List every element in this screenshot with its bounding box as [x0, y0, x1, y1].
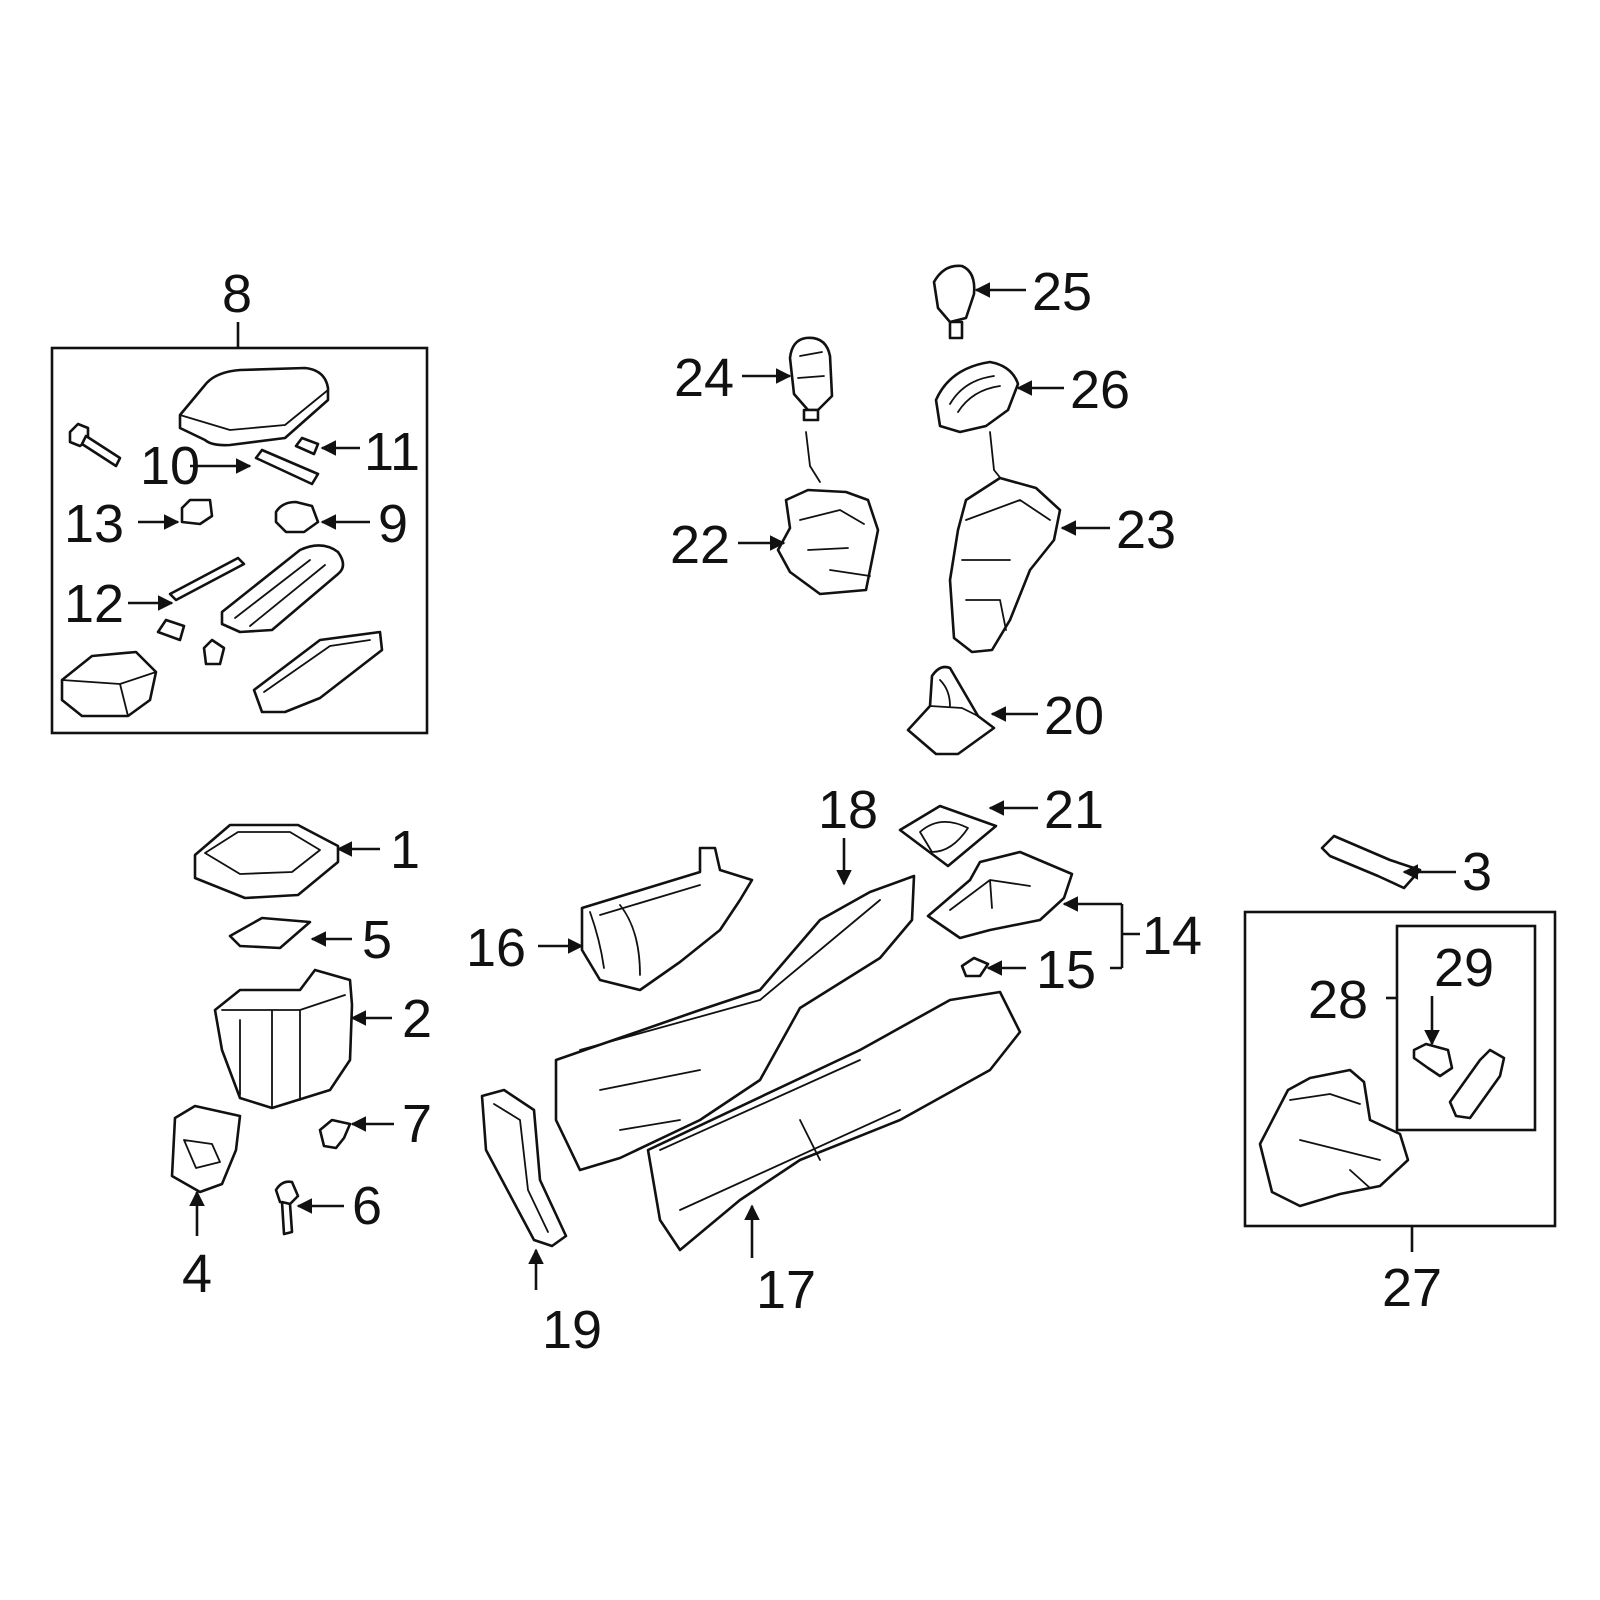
small-clip-part [156, 618, 186, 642]
callout-1: 1 [390, 820, 420, 880]
trim-strip-3-part [1320, 834, 1422, 890]
shifter-base-27-part [1258, 1068, 1410, 1208]
callout-23: 23 [1116, 500, 1176, 560]
callout-20: 20 [1044, 686, 1104, 746]
callout-8: 8 [222, 264, 252, 324]
callout-21: 21 [1044, 780, 1104, 840]
console-main-panel-part [646, 990, 1022, 1252]
console-side-panel-part [554, 874, 916, 1172]
latch-part [274, 500, 320, 534]
shift-boot-20-part [906, 665, 996, 756]
armrest-seal-strip-part [254, 448, 320, 486]
callout-12: 12 [64, 574, 124, 634]
callout-26: 26 [1070, 360, 1130, 420]
callout-29: 29 [1434, 938, 1494, 998]
callout-3: 3 [1462, 842, 1492, 902]
armrest-base-part [252, 630, 384, 714]
callout-2: 2 [402, 989, 432, 1049]
callout-5: 5 [362, 910, 392, 970]
mat-part [228, 916, 312, 950]
small-bracket-part [202, 638, 226, 666]
shift-plate-21-part [898, 804, 998, 868]
front-trim-panel-part [480, 1088, 568, 1248]
callout-15: 15 [1036, 940, 1096, 1000]
hinge-strip-part [168, 556, 246, 602]
shifter-box-27 [1243, 910, 1557, 1228]
callout-labels: 1 2 3 4 5 6 7 8 9 10 11 12 13 14 15 16 1… [64, 262, 1494, 1360]
callout-9: 9 [378, 494, 408, 554]
push-pin-part [274, 1180, 300, 1236]
hinge-base-part [220, 544, 345, 634]
callout-6: 6 [352, 1176, 382, 1236]
shift-knob-25-part [932, 264, 976, 340]
callout-11: 11 [364, 422, 420, 482]
shift-lever-guide-part [1448, 1048, 1506, 1120]
callout-10: 10 [140, 436, 200, 496]
clip-7-part [318, 1118, 352, 1150]
callout-28: 28 [1308, 970, 1368, 1030]
shift-knob-24-part [788, 336, 834, 422]
armrest-pad-part [294, 436, 320, 456]
callout-16: 16 [466, 918, 526, 978]
callout-14: 14 [1142, 906, 1202, 966]
armrest-assembly-box [50, 346, 429, 735]
callout-18: 18 [818, 780, 878, 840]
callout-22: 22 [670, 515, 730, 575]
bolt-part [68, 422, 122, 468]
callout-4: 4 [182, 1244, 212, 1304]
pad-15-part [960, 956, 990, 978]
front-bracket-part [170, 1104, 242, 1194]
callout-17: 17 [756, 1260, 816, 1320]
armrest-lid-part [178, 366, 330, 447]
callout-7: 7 [402, 1094, 432, 1154]
console-box-part [213, 968, 354, 1110]
callout-24: 24 [674, 348, 734, 408]
console-tray-14-part [926, 850, 1074, 940]
lower-tray-part [60, 650, 158, 718]
callout-13: 13 [64, 494, 124, 554]
callout-27: 27 [1382, 1258, 1442, 1318]
shifter-assembly-22-part [776, 431, 880, 596]
callout-19: 19 [542, 1300, 602, 1360]
bracket-14 [1110, 902, 1140, 970]
cup-holder-part [580, 846, 754, 992]
callout-25: 25 [1032, 262, 1092, 322]
shifter-assembly-23-part [948, 431, 1062, 654]
console-upper-tray-part [193, 823, 340, 900]
shift-lock-clip-29-part [1412, 1042, 1454, 1078]
latch-button-part [180, 498, 214, 526]
shift-bezel-26-part [934, 360, 1020, 434]
shifter-sub-box-28 [1395, 924, 1537, 1132]
